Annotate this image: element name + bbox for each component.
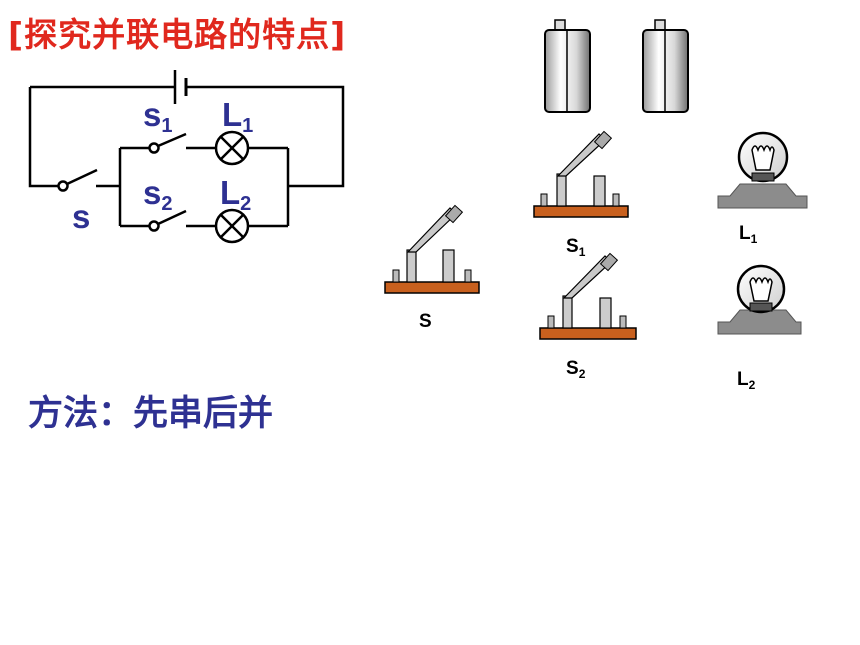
knife-switch-s1	[533, 130, 629, 218]
battery-cell-1	[544, 19, 591, 113]
circuit-label-l2: L2	[220, 174, 252, 215]
top-wire	[30, 85, 345, 188]
method-text: 方法：先串后并	[28, 394, 274, 434]
lamp-holder-l1	[717, 131, 808, 209]
circuit-label-s1: s1	[143, 96, 173, 137]
page-title: [探究并联电路的特点]	[8, 15, 347, 54]
knife-switch-s2	[539, 252, 637, 340]
label-switch-s1: S1	[566, 236, 586, 259]
left-wire	[28, 87, 58, 188]
label-lamp-l2: L2	[737, 369, 756, 392]
label-switch-s: S	[419, 311, 432, 332]
label-lamp-l1: L1	[739, 223, 758, 246]
lamp-holder-l2	[717, 264, 802, 335]
switch-s-contact	[57, 180, 69, 192]
knife-switch-s	[384, 204, 480, 294]
circuit-label-s2: s2	[143, 174, 173, 215]
circuit-label-l1: L1	[222, 96, 254, 137]
label-switch-s2: S2	[566, 358, 586, 381]
switch-s-blade	[66, 168, 98, 186]
circuit-label-s: s	[72, 198, 91, 235]
switch-s2-blade	[157, 209, 187, 226]
switch-s1-blade	[157, 132, 187, 148]
switch-s1-contact	[148, 142, 160, 154]
battery-cell-2	[642, 19, 689, 113]
switch-s2-contact	[148, 220, 160, 232]
